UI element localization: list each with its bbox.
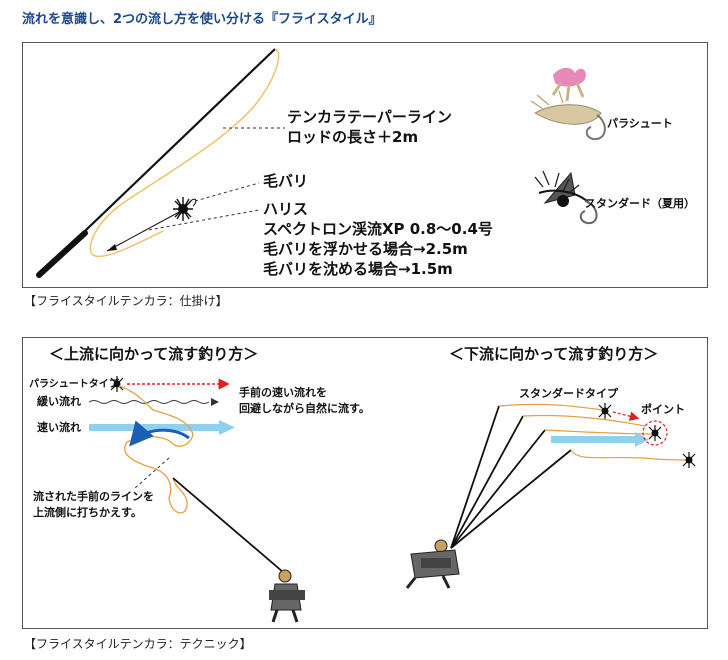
downstream-line-4: [570, 449, 690, 461]
parachute-fly-small-icon: [110, 376, 124, 392]
downstream-rod-2: [450, 415, 524, 549]
technique-diagram: ＜上流に向かって流す釣り方＞ パラシュートタイプ 緩い流れ 速い流れ 手前の速い…: [29, 345, 696, 623]
standard-fly-icon: [534, 170, 598, 225]
fly-label: 毛バリ: [263, 172, 308, 190]
fast-current-arrowhead: [219, 420, 235, 435]
upstream-title: ＜上流に向かって流す釣り方＞: [49, 345, 258, 363]
upstream-line-path: [118, 385, 194, 514]
note-line-1: 手前の速い流れを: [239, 385, 327, 399]
slow-current-label: 緩い流れ: [37, 394, 81, 408]
rod-grip: [36, 230, 88, 278]
mend-leader: [134, 457, 170, 489]
tippet-spec: スペクトロン渓流XP 0.8〜0.4号: [263, 220, 493, 238]
mend-line-2: 上流側に打ちかえす。: [33, 505, 142, 519]
technique-caption: 【フライスタイルテンカラ：テクニック】: [24, 637, 252, 651]
standard-type-label: スタンダードタイプ: [519, 386, 619, 400]
parachute-fly-icon: [530, 67, 606, 141]
line-label: テンカラテーパーライン: [287, 108, 452, 126]
standard-fly-small-icon-1: [598, 403, 612, 419]
downstream-rod-4: [450, 449, 572, 549]
tippet-arrowhead: [107, 244, 117, 251]
downstream-current-arrowhead: [635, 432, 649, 447]
page-heading: 流れを意識し、2つの流し方を使い分ける『フライスタイル』: [22, 12, 382, 27]
tippet-label: ハリス: [263, 200, 308, 218]
setup-diagram: テンカラテーパーライン ロッドの長さ＋2m 毛バリ ハリス スペクトロン渓流XP…: [36, 48, 695, 278]
fly-leader: [194, 182, 260, 202]
fast-current-bar: [89, 424, 219, 431]
upstream-rod: [172, 477, 284, 573]
standard-fly-small-icon-2: [648, 425, 662, 441]
downstream-line-1: [498, 403, 604, 411]
parachute-fly-name: パラシュート: [607, 117, 673, 130]
note-line-2: 回避しながら自然に流す。: [239, 401, 370, 415]
parachute-type-label: パラシュートタイプ: [29, 377, 120, 390]
slow-current-wave: [88, 400, 210, 404]
downstream-rod-1: [450, 405, 500, 549]
downstream-current-bar: [551, 436, 635, 443]
angler-downstream-icon: [405, 539, 460, 589]
point-label: ポイント: [641, 402, 685, 416]
taper-line: [89, 48, 280, 257]
setup-caption: 【フライスタイルテンカラ：仕掛け】: [24, 294, 228, 308]
standard-fly-small-icon-3: [682, 452, 696, 468]
mend-curl-arrow: [129, 420, 190, 447]
downstream-line-2: [522, 414, 646, 427]
downstream-title: ＜下流に向かって流す釣り方＞: [449, 345, 658, 363]
slow-current-arrowhead: [211, 398, 219, 406]
fly-icon: [173, 197, 197, 221]
downstream-rod-3: [450, 429, 546, 549]
standard-fly-name: スタンダード（夏用）: [585, 196, 695, 210]
fast-current-label: 速い流れ: [37, 420, 81, 434]
angler-upstream-icon: [269, 569, 305, 623]
tippet-leader: [142, 209, 260, 232]
line-length-label: ロッドの長さ＋2m: [287, 128, 418, 146]
sink-case: 毛バリを沈める場合→1.5m: [263, 260, 453, 278]
technique-diagram-panel: ＜上流に向かって流す釣り方＞ パラシュートタイプ 緩い流れ 速い流れ 手前の速い…: [22, 337, 708, 629]
point-marker: [642, 420, 668, 446]
setup-diagram-panel: テンカラテーパーライン ロッドの長さ＋2m 毛バリ ハリス スペクトロン渓流XP…: [22, 42, 708, 288]
mend-line-1: 流された手前のラインを: [33, 489, 154, 503]
downstream-drift-arrow: [612, 411, 640, 421]
float-case: 毛バリを浮かせる場合→2.5m: [263, 240, 468, 258]
